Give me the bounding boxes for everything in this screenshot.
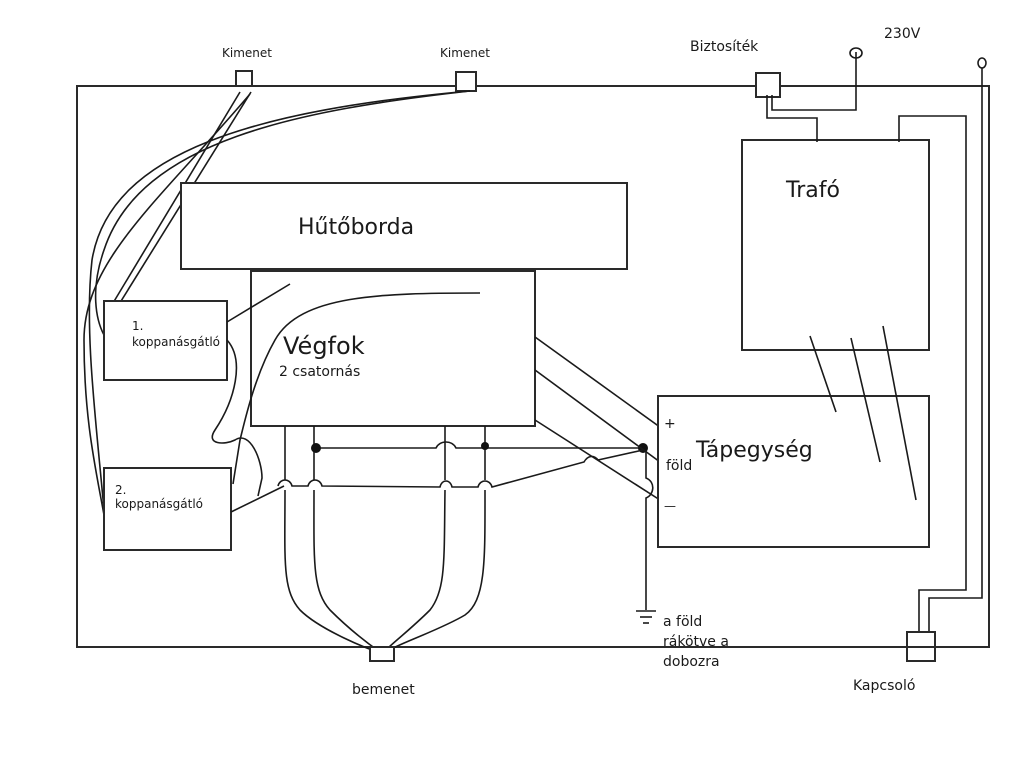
ground-symbol <box>636 610 656 624</box>
heatsink <box>180 182 628 270</box>
input-label: bemenet <box>352 682 415 698</box>
switch-label: Kapcsoló <box>853 678 915 694</box>
input-wire-1 <box>284 426 379 653</box>
output-wire-3 <box>94 90 471 336</box>
psu-label: Tápegység <box>695 438 813 463</box>
junction-dot-2 <box>481 442 489 450</box>
mains-label: 230V <box>884 26 921 42</box>
fuse-mains-wire <box>771 52 857 111</box>
output-wire-1 <box>103 91 241 319</box>
prot2-amp-wire <box>230 485 285 513</box>
output-connector-right <box>455 71 477 92</box>
psu-minus-label: — <box>664 499 676 513</box>
amp-title: Végfok <box>283 332 365 360</box>
trafo-psu-wire-2 <box>850 337 881 463</box>
prot1-out-wire <box>211 339 263 497</box>
amp-subtitle: 2 csatornás <box>279 364 360 380</box>
prot1-return-wire <box>232 292 481 485</box>
output-right-label: Kimenet <box>440 46 490 60</box>
psu-plus-label: + <box>664 416 676 432</box>
enclosure <box>76 85 990 648</box>
amplifier <box>250 270 536 427</box>
output-connector-left <box>235 70 253 87</box>
fuse <box>755 72 781 98</box>
input-wire-2 <box>313 426 381 653</box>
power-switch <box>906 631 936 662</box>
protect2-num: 2. <box>115 483 126 497</box>
ground-note-2: rákötve a <box>663 634 729 650</box>
fuse-trafo-wire <box>766 95 818 142</box>
heatsink-label: Hűtőborda <box>298 215 414 240</box>
junction-dot-1 <box>311 443 321 453</box>
ground-bus-top <box>314 441 640 449</box>
ground-drop-wire <box>645 450 654 610</box>
output-wire-4 <box>88 90 471 511</box>
input-wire-4 <box>385 426 486 653</box>
mains-terminal-1 <box>849 47 863 59</box>
trafo-psu-wire-1 <box>809 335 837 413</box>
prot1-amp-wire <box>226 283 291 323</box>
psu-plus-wire <box>534 336 665 431</box>
trafo-switch-wire <box>898 115 967 632</box>
speaker-protection-2 <box>103 467 232 551</box>
psu-ground-wire <box>534 369 661 463</box>
output-wire-5 <box>83 93 251 516</box>
protect1-num: 1. <box>132 319 143 333</box>
input-wire-3 <box>383 426 446 653</box>
mains-terminal-2 <box>977 57 987 69</box>
signal-bus <box>277 449 644 488</box>
psu-ground-label: föld <box>666 458 692 474</box>
ground-note-3: dobozra <box>663 654 720 670</box>
output-left-label: Kimenet <box>222 46 272 60</box>
protect2-name: koppanásgátló <box>115 497 203 511</box>
ground-note-1: a föld <box>663 614 702 630</box>
psu-minus-wire <box>534 419 661 501</box>
trafo-psu-wire-3 <box>882 325 917 501</box>
protect1-name: koppanásgátló <box>132 335 220 349</box>
transformer-label: Trafó <box>785 178 840 203</box>
output-wire-2 <box>107 91 252 323</box>
speaker-protection-1 <box>103 300 228 381</box>
mains-switch-wire <box>928 68 983 632</box>
input-connector <box>369 646 395 662</box>
power-supply <box>657 395 930 548</box>
transformer <box>741 139 930 351</box>
fuse-label: Biztosíték <box>690 39 759 55</box>
